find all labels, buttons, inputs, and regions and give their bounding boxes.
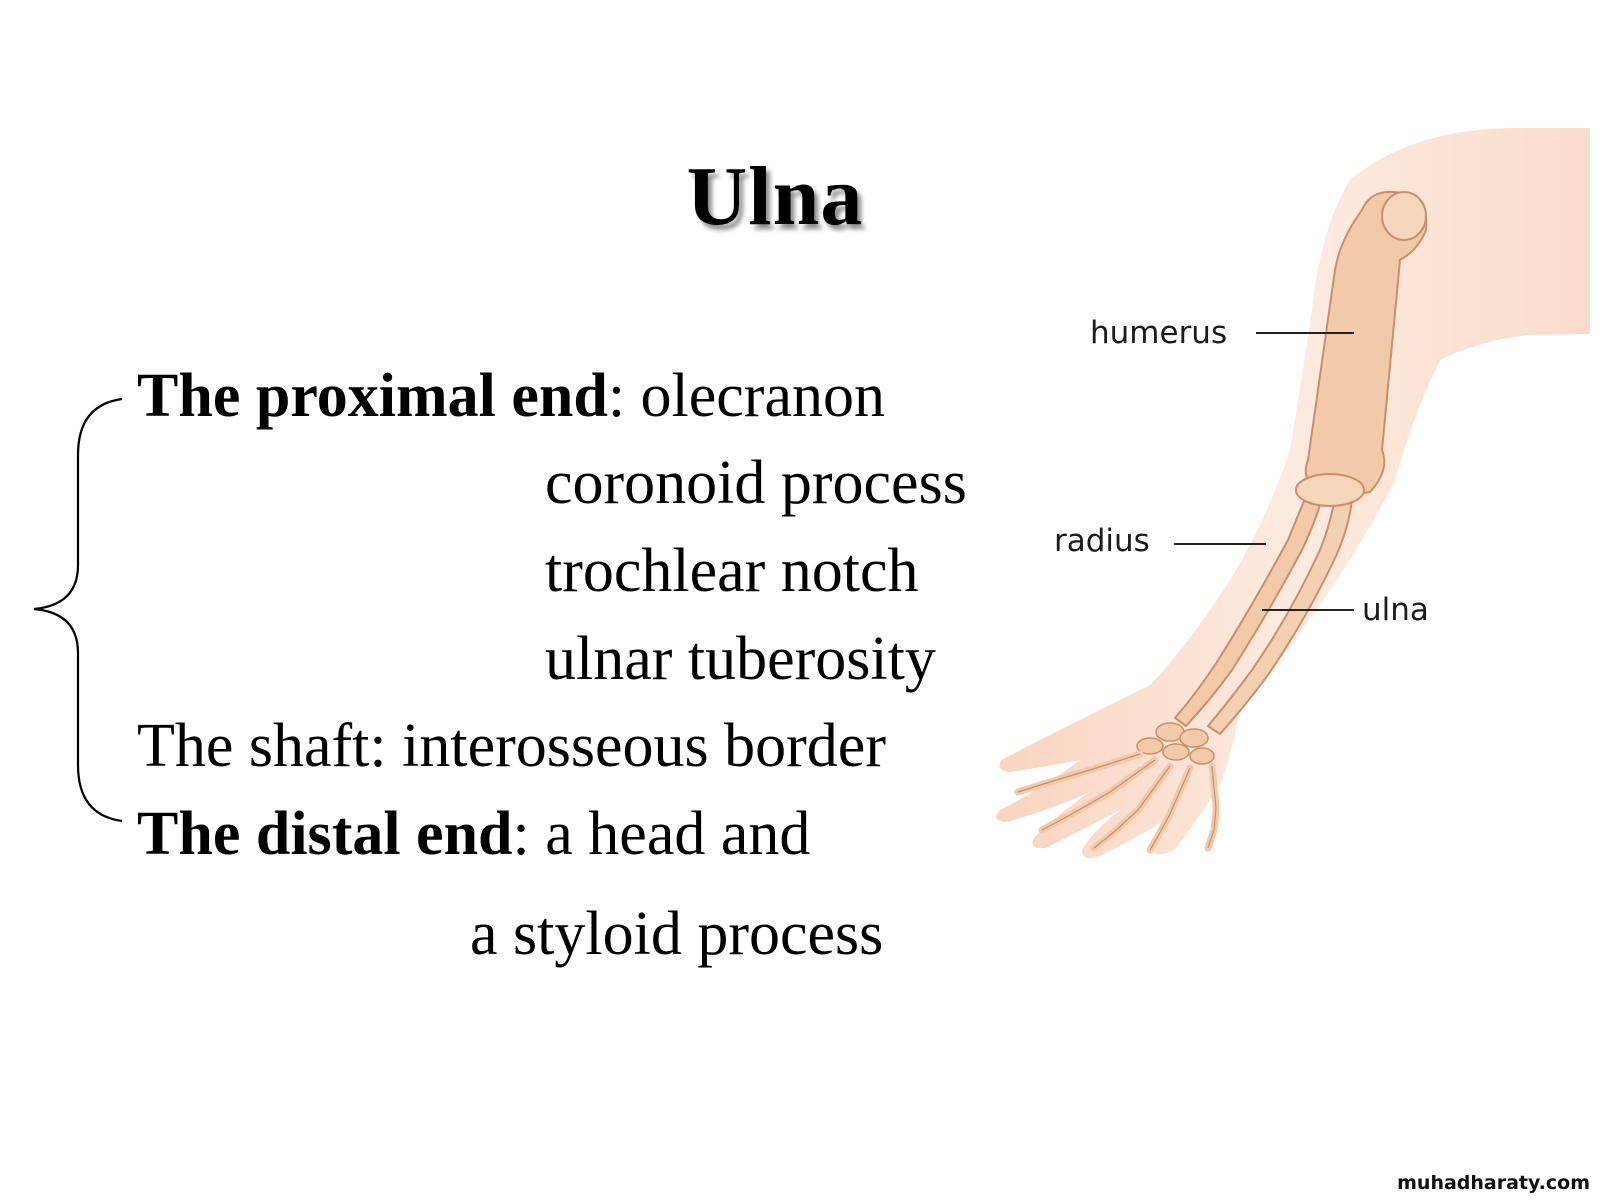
coronoid-process-text: coronoid process (545, 449, 967, 517)
ulna-label: ulna (1362, 592, 1429, 628)
proximal-end-heading: The proximal end (137, 362, 608, 430)
styloid-process-text: a styloid process (470, 900, 884, 968)
shaft-line: The shaft: interosseous border (137, 712, 886, 780)
head-text: a head and (545, 800, 811, 868)
ulna-bone (1206, 493, 1354, 736)
radius-bone (1173, 490, 1324, 728)
ulnar-tuberosity-text: ulnar tuberosity (545, 625, 936, 693)
humerus-label: humerus (1090, 315, 1227, 351)
slide-title: Ulna (686, 150, 864, 243)
watermark: muhadharaty.com (1397, 1172, 1590, 1194)
proximal-end-line: The proximal end: olecranon (137, 365, 885, 427)
trochlear-notch-text: trochlear notch (545, 537, 919, 605)
proximal-end-separator: : (607, 362, 641, 430)
distal-end-heading: The distal end (137, 800, 513, 868)
radius-label: radius (1054, 523, 1150, 559)
olecranon-text: olecranon (640, 362, 885, 430)
curly-brace-icon (33, 397, 123, 823)
carpal-bones (1136, 722, 1215, 765)
arm-skin (996, 128, 1590, 858)
distal-end-separator: : (512, 800, 546, 868)
distal-end-line: The distal end: a head and (137, 803, 810, 865)
humerus-bone (1304, 190, 1428, 496)
arm-bones-illustration: humerus radius ulna (996, 128, 1590, 858)
